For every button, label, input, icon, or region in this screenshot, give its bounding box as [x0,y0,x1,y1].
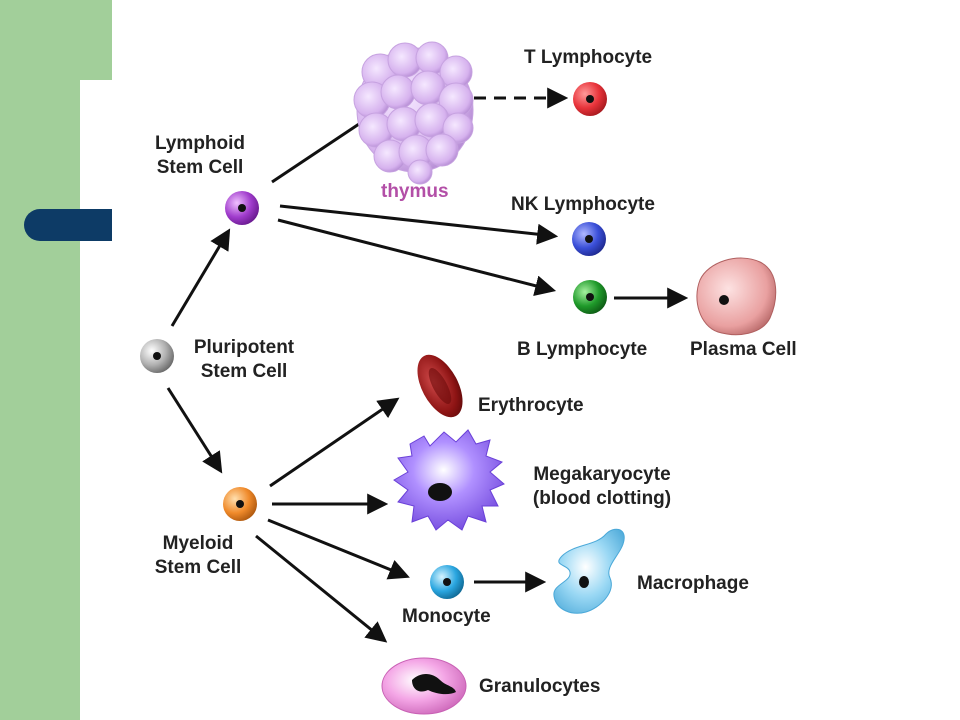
megakaryocyte-cell [393,429,505,531]
label-lymphoid-stem-cell-line2: Stem Cell [156,157,244,178]
label-pluripotent-stem-cell-line1: Pluripotent [193,337,295,358]
erythrocyte-cell [417,354,463,418]
monocyte-cell [430,565,464,599]
label-monocyte: Monocyte [402,606,491,627]
nk-lymphocyte-cell [572,222,606,256]
macrophage-cell [553,528,625,614]
label-megakaryocyte-line1: Megakaryocyte [533,464,671,485]
label-macrophage: Macrophage [637,573,749,594]
label-plasma-cell: Plasma Cell [690,339,797,360]
label-thymus: thymus [381,181,449,202]
label-lymphoid-stem-cell-line1: Lymphoid [154,133,246,154]
plasma-cell [696,257,777,336]
label-myeloid-stem-cell-line2: Stem Cell [154,557,242,578]
arrow-myeloid-to-granulocytes [255,534,388,643]
thymus-icon [353,41,474,185]
pluripotent-stem-cell [140,339,174,373]
label-granulocytes: Granulocytes [479,676,601,697]
arrow-myeloid-to-monocyte [267,518,410,580]
arrows [166,87,689,643]
label-t-lymphocyte: T Lymphocyte [524,47,653,68]
arrow-myeloid-to-erythrocyte [269,397,400,488]
slide-accent-bar [24,209,112,241]
arrow-pluripotent-to-myeloid [166,387,223,474]
slide-side-band [0,0,80,720]
lymphoid-stem-cell [225,191,259,225]
granulocyte-cell [381,657,467,715]
myeloid-stem-cell [223,487,257,521]
arrow-pluripotent-to-lymphoid [170,228,231,327]
label-megakaryocyte-line2: (blood clotting) [532,488,672,509]
label-b-lymphocyte: B Lymphocyte [517,339,648,360]
b-lymphocyte-cell [573,280,607,314]
t-lymphocyte-cell [573,82,607,116]
label-myeloid-stem-cell-line1: Myeloid [162,533,234,554]
label-nk-lymphocyte: NK Lymphocyte [511,194,655,215]
label-erythrocyte: Erythrocyte [478,395,584,416]
label-pluripotent-stem-cell-line2: Stem Cell [200,361,288,382]
arrow-lymphoid-to-b-cell [277,218,557,297]
arrow-lymphoid-to-nk-cell [279,204,559,245]
slide-top-band [80,0,112,80]
